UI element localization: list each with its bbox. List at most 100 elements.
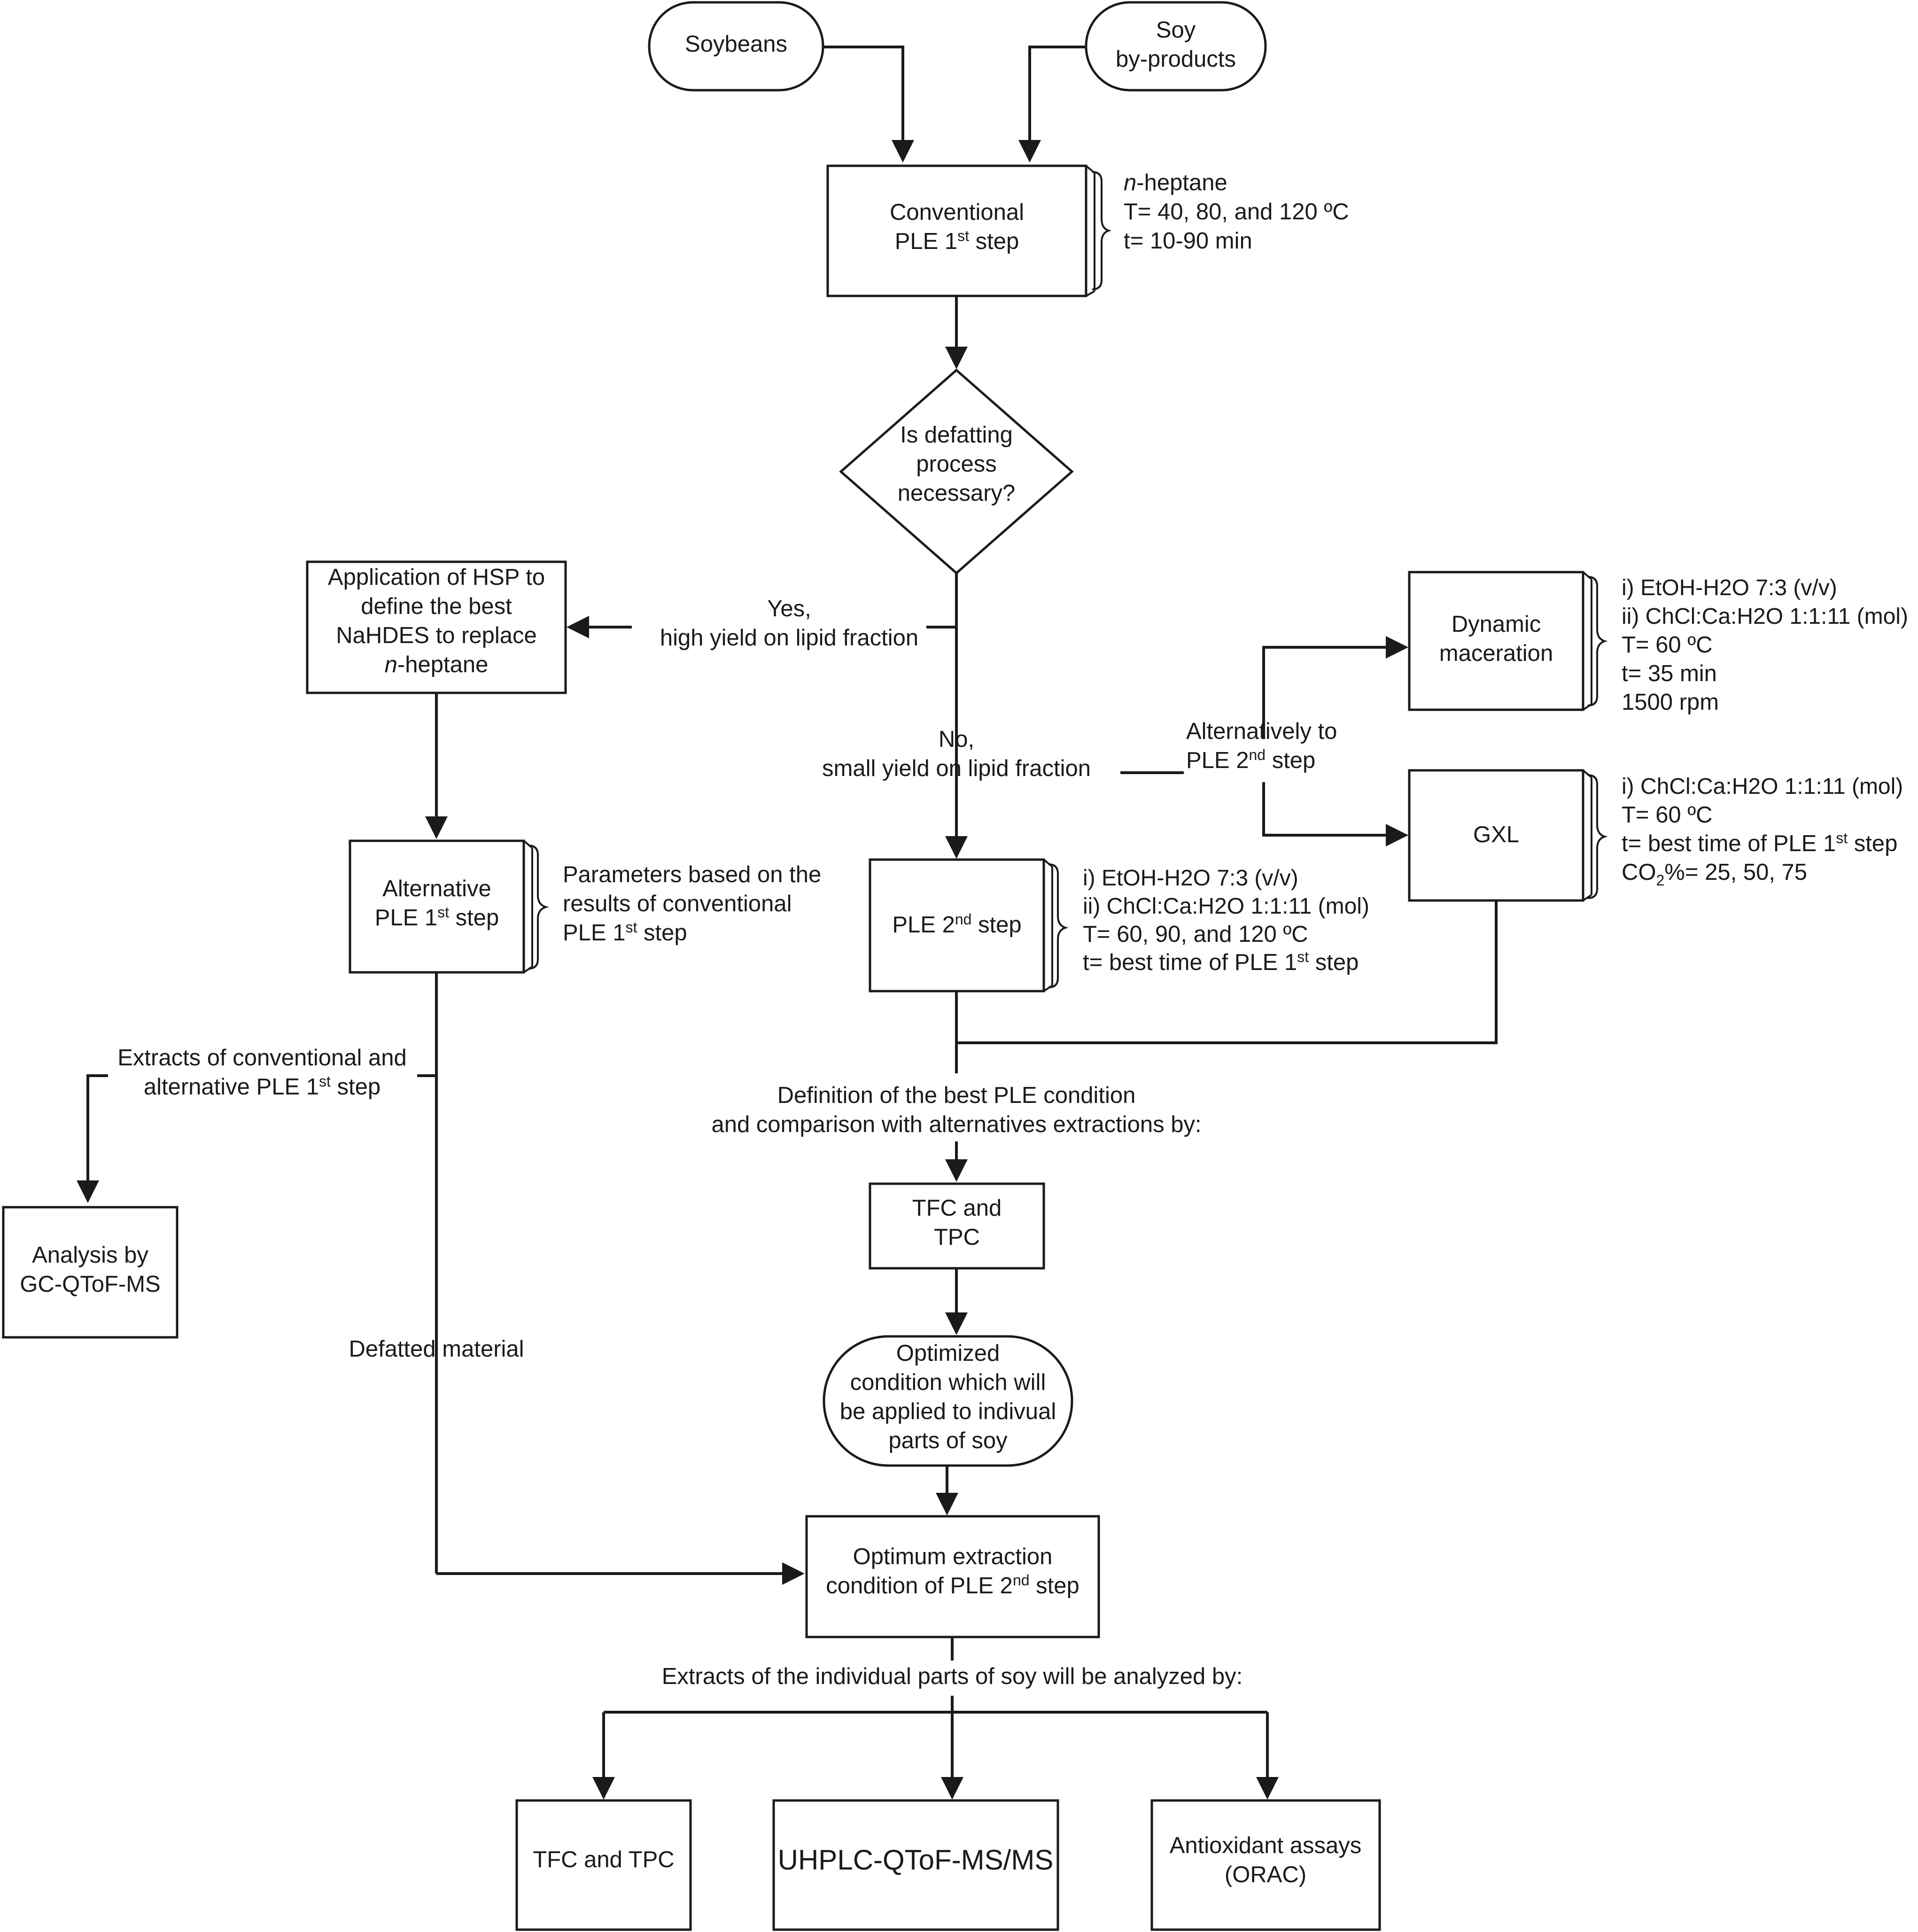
edge-extracts-to-gc bbox=[77, 1074, 108, 1203]
process-box bbox=[869, 1182, 1045, 1270]
label-yes-line1: Yes, bbox=[767, 596, 811, 621]
note-ple2-line3: T= 60, 90, and 120 ºC bbox=[1083, 922, 1308, 947]
node-antioxidant: Antioxidant assays (ORAC) bbox=[1150, 1799, 1381, 1931]
node-optimized-condition: Optimized condition which will be applie… bbox=[823, 1335, 1073, 1467]
note-gxl-line4: CO2%= 25, 50, 75 bbox=[1622, 860, 1807, 889]
process-box bbox=[1150, 1799, 1381, 1931]
terminator-shape bbox=[823, 1335, 1073, 1467]
note-alternative-line1: Parameters based on the bbox=[563, 862, 821, 887]
note-maceration-line4: t= 35 min bbox=[1622, 661, 1717, 686]
label-no-line2: small yield on lipid fraction bbox=[822, 756, 1091, 781]
edge-soybeans-to-conventional bbox=[823, 46, 914, 163]
node-optimized-line2: condition which will bbox=[850, 1370, 1046, 1395]
node-optimized-line3: be applied to indivual bbox=[840, 1399, 1056, 1424]
node-gxl: GXL bbox=[1408, 769, 1592, 902]
decision-diamond bbox=[839, 368, 1074, 575]
node-alternative-line1: Alternative bbox=[382, 876, 491, 901]
node-hsp-line1: Application of HSP to bbox=[328, 565, 545, 590]
edge-to-gxl bbox=[1262, 782, 1408, 846]
process-box bbox=[805, 1515, 1100, 1638]
node-ple2: PLE 2nd step bbox=[869, 858, 1053, 993]
process-box bbox=[869, 858, 1045, 993]
edge-gxl-join bbox=[956, 900, 1498, 1044]
brace-ple2 bbox=[1048, 863, 1069, 988]
label-alternatively-line1: Alternatively to bbox=[1186, 719, 1337, 744]
node-soybeans: Soybeans bbox=[648, 1, 824, 92]
label-alternatively-line2: PLE 2nd step bbox=[1186, 746, 1315, 773]
node-decision-line3: necessary? bbox=[898, 481, 1016, 506]
node-tfc-tpc-mid: TFC and TPC bbox=[869, 1182, 1045, 1270]
node-hsp-line3: NaHDES to replace bbox=[336, 623, 537, 648]
note-maceration-line3: T= 60 ºC bbox=[1622, 632, 1713, 658]
edges bbox=[77, 46, 1498, 1800]
note-ple2-line2: ii) ChCl:Ca:H2O 1:1:11 (mol) bbox=[1083, 894, 1369, 919]
node-tfc-mid-line1: TFC and bbox=[912, 1195, 1002, 1221]
note-alternative-line3: PLE 1st step bbox=[563, 919, 687, 946]
note-ple2-line1: i) EtOH-H2O 7:3 (v/v) bbox=[1083, 866, 1298, 891]
node-dynamic-maceration: Dynamic maceration bbox=[1408, 571, 1592, 711]
node-byproducts-line2: by-products bbox=[1116, 47, 1236, 72]
edge-byproducts-to-conventional bbox=[1018, 46, 1086, 163]
process-box bbox=[772, 1799, 1059, 1931]
node-analysis-gc: Analysis by GC-QToF-MS bbox=[2, 1206, 179, 1339]
label-extracts-line1: Extracts of conventional and bbox=[117, 1045, 407, 1071]
brace-maceration bbox=[1587, 576, 1608, 706]
terminator-shape bbox=[648, 1, 824, 92]
terminator-shape bbox=[1085, 1, 1267, 92]
node-optimum-extraction: Optimum extraction condition of PLE 2nd … bbox=[805, 1515, 1100, 1638]
node-optimum-line1: Optimum extraction bbox=[853, 1544, 1053, 1569]
node-tfc-mid-line2: TPC bbox=[934, 1225, 980, 1250]
brace-alternative bbox=[528, 845, 550, 970]
node-conventional-line2: PLE 1st step bbox=[895, 227, 1019, 254]
node-antioxidant-line2: (ORAC) bbox=[1225, 1862, 1306, 1887]
process-box bbox=[349, 839, 525, 974]
note-ple2-line4: t= best time of PLE 1st step bbox=[1083, 948, 1359, 975]
label-definition-line1: Definition of the best PLE condition bbox=[777, 1083, 1136, 1108]
process-box bbox=[515, 1799, 692, 1931]
node-decision-line2: process bbox=[916, 451, 997, 477]
node-analysis-line1: Analysis by bbox=[32, 1242, 148, 1268]
node-antioxidant-line1: Antioxidant assays bbox=[1170, 1833, 1362, 1858]
node-alternative-ple: Alternative PLE 1st step bbox=[349, 839, 533, 974]
node-hsp-line2: define the best bbox=[361, 594, 512, 619]
node-soy-byproducts: Soy by-products bbox=[1085, 1, 1267, 92]
node-gxl-label: GXL bbox=[1473, 822, 1519, 847]
label-yes-line2: high yield on lipid fraction bbox=[660, 625, 918, 651]
node-uhplc: UHPLC-QToF-MS/MS bbox=[772, 1799, 1059, 1931]
note-alternative-line2: results of conventional bbox=[563, 891, 792, 916]
notes: n-heptane T= 40, 80, and 120 ºC t= 10-90… bbox=[528, 170, 1908, 988]
node-decision: Is defatting process necessary? bbox=[839, 368, 1074, 575]
edge-labels: Yes, high yield on lipid fraction No, sm… bbox=[117, 596, 1337, 1689]
label-no-line1: No, bbox=[939, 727, 974, 752]
node-hsp-line4: n-heptane bbox=[385, 652, 489, 677]
note-maceration-line2: ii) ChCl:Ca:H2O 1:1:11 (mol) bbox=[1622, 604, 1908, 629]
node-conventional-ple: Conventional PLE 1st step bbox=[826, 164, 1095, 297]
note-maceration-line1: i) EtOH-H2O 7:3 (v/v) bbox=[1622, 575, 1837, 600]
node-hsp: Application of HSP to define the best Na… bbox=[306, 560, 567, 694]
process-box bbox=[306, 560, 567, 694]
node-optimized-line4: parts of soy bbox=[888, 1428, 1008, 1453]
node-decision-line1: Is defatting bbox=[900, 422, 1013, 448]
brace-gxl bbox=[1587, 774, 1608, 899]
node-ple2-label: PLE 2nd step bbox=[892, 911, 1021, 938]
node-analysis-line2: GC-QToF-MS bbox=[20, 1272, 160, 1297]
node-optimized-line1: Optimized bbox=[896, 1341, 1000, 1366]
brace-conventional bbox=[1092, 171, 1112, 290]
note-conventional-line2: T= 40, 80, and 120 ºC bbox=[1124, 199, 1349, 225]
process-box bbox=[1408, 769, 1584, 902]
note-conventional-line3: t= 10-90 min bbox=[1124, 228, 1252, 254]
node-soybeans-label: Soybeans bbox=[685, 31, 787, 57]
node-uhplc-label: UHPLC-QToF-MS/MS bbox=[778, 1844, 1054, 1876]
process-box bbox=[1408, 571, 1584, 711]
note-maceration-line5: 1500 rpm bbox=[1622, 690, 1719, 715]
edge-to-dynamic-maceration bbox=[1262, 636, 1408, 737]
note-gxl-line1: i) ChCl:Ca:H2O 1:1:11 (mol) bbox=[1622, 774, 1903, 799]
note-gxl-line2: T= 60 ºC bbox=[1622, 802, 1713, 828]
node-tfc-bottom-label: TFC and TPC bbox=[533, 1847, 674, 1872]
node-conventional-line1: Conventional bbox=[890, 200, 1024, 225]
node-tfc-tpc-bottom: TFC and TPC bbox=[515, 1799, 692, 1931]
note-conventional-line1: n-heptane bbox=[1124, 170, 1227, 195]
node-byproducts-line1: Soy bbox=[1156, 17, 1196, 43]
process-box bbox=[826, 164, 1087, 297]
